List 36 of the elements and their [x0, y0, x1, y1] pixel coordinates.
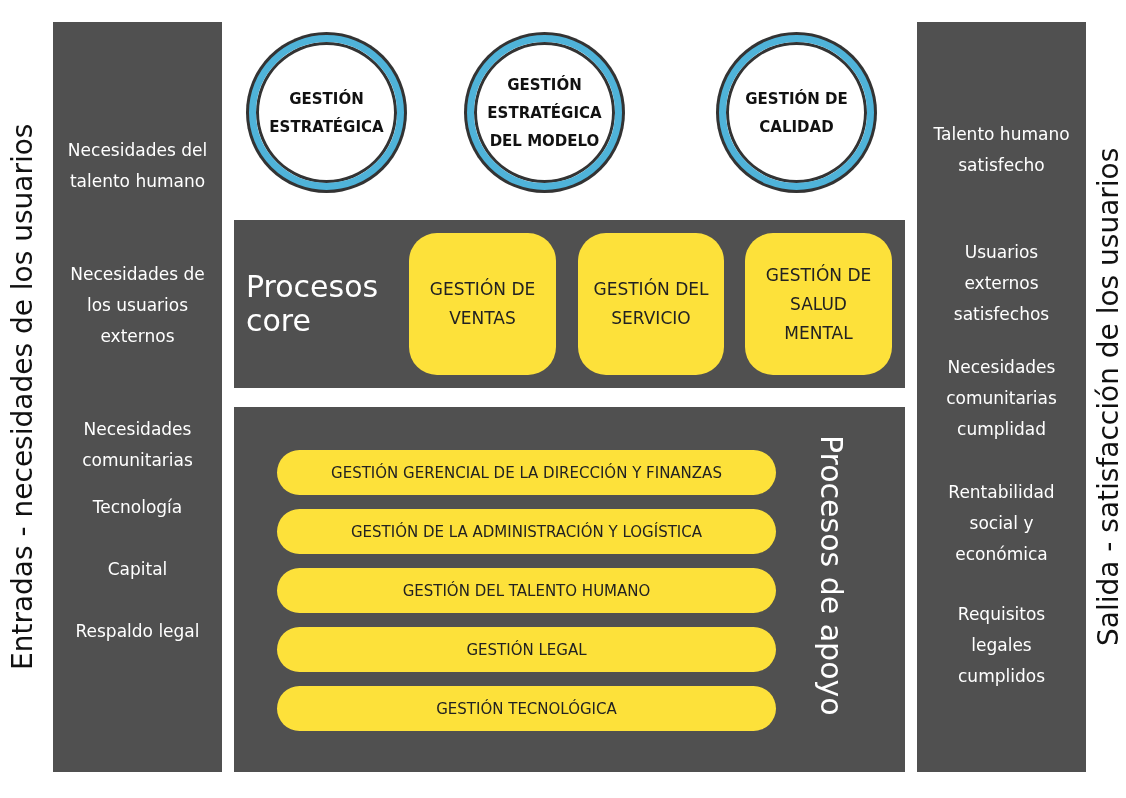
process-label: GESTIÓN DEL TALENTO HUMANO — [402, 581, 651, 600]
process-label: GESTIÓN GERENCIAL DE LA DIRECCIÓN Y FINANZAS — [331, 463, 722, 482]
process-pill — [277, 627, 776, 672]
band-heading: Procesos core — [246, 270, 380, 338]
panel-item: Capital — [106, 558, 169, 581]
panel-item: Necesidades comunitarias cumplidad — [945, 356, 1058, 441]
panel-item: Tecnología — [91, 496, 184, 519]
process-pill — [277, 568, 776, 613]
panel-item: Necesidades del talento humano — [66, 139, 209, 193]
process-label: GESTIÓN LEGAL — [466, 640, 587, 659]
panel-item: Usuarios externos satisfechos — [952, 241, 1051, 326]
circle-label: GESTIÓN ESTRATÉGICA DEL MODELO — [486, 74, 603, 152]
process-label: GESTIÓN DE LA ADMINISTRACIÓN Y LOGÍSTICA — [351, 522, 702, 541]
panel-item: Requisitos legales cumplidos — [956, 603, 1047, 688]
band-heading: Procesos de apoyo — [814, 435, 848, 716]
process-pill — [277, 686, 776, 731]
process-box — [409, 233, 556, 375]
panel-item: Talento humano satisfecho — [932, 123, 1071, 177]
process-box — [745, 233, 892, 375]
process-pill — [277, 450, 776, 495]
process-band — [234, 220, 905, 388]
panel-heading: Salida - satisfacción de los usuarios — [1092, 146, 1125, 649]
circle-label: GESTIÓN DE CALIDAD — [744, 88, 849, 138]
panel-item: Necesidades comunitarias — [81, 418, 194, 472]
panel-item: Rentabilidad social y económica — [947, 481, 1056, 566]
panel-heading: Entradas - necesidades de los usuarios — [6, 122, 39, 673]
process-label: GESTIÓN TECNOLÓGICA — [436, 699, 617, 718]
panel-item: Necesidades de los usuarios externos — [69, 263, 206, 348]
circle-label: GESTIÓN ESTRATÉGICA — [268, 88, 385, 138]
process-label: GESTIÓN DE SALUD MENTAL — [764, 263, 873, 345]
process-label: GESTIÓN DE VENTAS — [428, 277, 537, 330]
process-band — [234, 407, 905, 772]
process-pill — [277, 509, 776, 554]
process-label: GESTIÓN DEL SERVICIO — [592, 277, 710, 330]
process-box — [578, 233, 724, 375]
panel-item: Respaldo legal — [74, 620, 201, 643]
